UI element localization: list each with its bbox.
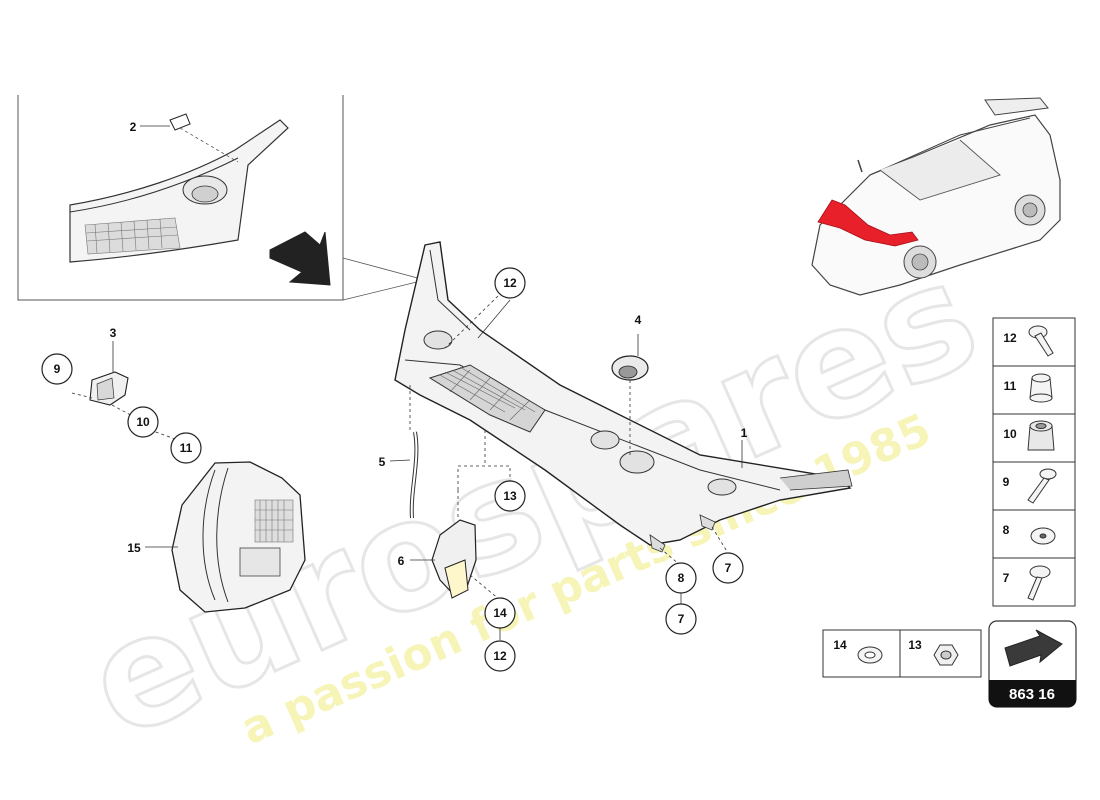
bracket-part-6: [431, 519, 477, 599]
callout-circle: 13: [494, 480, 526, 512]
svg-text:7: 7: [725, 561, 732, 575]
table-row-number: 12: [1003, 331, 1017, 345]
unit-part-15: [171, 461, 306, 613]
callout-label: 1: [741, 426, 748, 440]
bottom-table: 14 13: [822, 629, 982, 678]
table-row-number: 13: [908, 638, 922, 652]
clip-part-3: [89, 371, 129, 406]
callout-circle: 8: [665, 562, 697, 594]
figure-badge: 863 16: [988, 620, 1077, 708]
svg-text:14: 14: [493, 606, 507, 620]
cap-part-4: [611, 355, 649, 381]
table-row-number: 8: [1003, 523, 1010, 537]
svg-text:11: 11: [180, 441, 193, 455]
spacer-sleeve-icon: [1029, 373, 1053, 403]
svg-text:13: 13: [503, 489, 517, 503]
callout-circle: 7: [712, 552, 744, 584]
washer-icon: [1030, 527, 1056, 545]
leader-lines: [71, 125, 743, 640]
table-row-number: 9: [1003, 475, 1010, 489]
callout-circle: 9: [41, 353, 73, 385]
bolt-icon: [1027, 468, 1057, 504]
table-row-number: 14: [833, 638, 847, 652]
part-arrow-icon: [1004, 629, 1063, 667]
svg-text:10: 10: [136, 415, 150, 429]
callout-label: 4: [635, 313, 642, 327]
callout-label: 6: [398, 554, 405, 568]
callouts: 2 3 15 4 1 5 6 9 10 11 12 13 14: [41, 120, 748, 672]
callout-circle: 11: [170, 432, 202, 464]
detail-inset: [17, 95, 426, 301]
callout-label: 2: [130, 120, 137, 134]
svg-text:8: 8: [678, 571, 685, 585]
svg-text:12: 12: [493, 649, 507, 663]
cowl-panel: [394, 241, 853, 553]
highlighted-cowl: [817, 199, 919, 247]
flat-washer-icon: [857, 646, 883, 664]
svg-text:9: 9: [54, 362, 61, 376]
callout-circle: 14: [484, 597, 516, 629]
callout-circle: 7: [665, 603, 697, 635]
figure-number: 863 16: [1009, 686, 1055, 703]
rubber-grommet-icon: [1027, 420, 1055, 451]
table-row-number: 10: [1003, 427, 1017, 441]
hex-nut-icon: [933, 644, 959, 666]
svg-text:12: 12: [503, 276, 517, 290]
table-row-number: 7: [1003, 571, 1010, 585]
svg-text:7: 7: [678, 612, 685, 626]
table-row-number: 11: [1004, 379, 1017, 393]
torx-screw-icon: [1028, 325, 1054, 357]
view-arrow-icon: [269, 231, 331, 286]
callout-circle: 10: [127, 406, 159, 438]
callout-label: 5: [379, 455, 386, 469]
callout-label: 3: [110, 326, 117, 340]
callout-label: 15: [127, 541, 141, 555]
fastener-table: 12 11 10 9 8 7: [992, 317, 1076, 607]
flange-screw-icon: [1027, 565, 1051, 601]
callout-circle: 12: [494, 267, 526, 299]
callout-circle: 12: [484, 640, 516, 672]
car-illustration: [811, 97, 1061, 296]
